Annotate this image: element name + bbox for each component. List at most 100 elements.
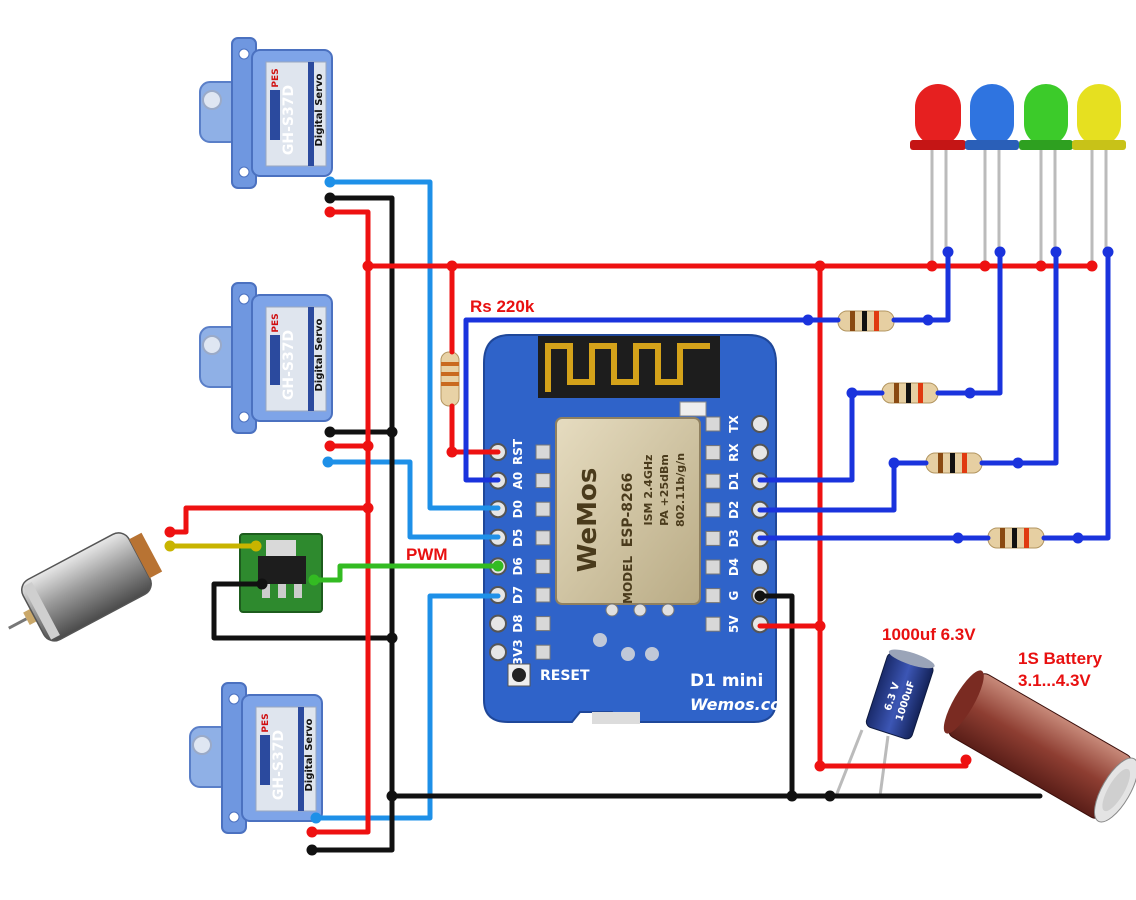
junction-dot [324,176,336,188]
junction-dot [964,387,976,399]
junction-dot [386,426,398,438]
junction-dot [1012,457,1024,469]
left-header-pin-3v3 [535,644,551,660]
right-pin-label-5v: 5V [727,615,741,633]
junction-dots [164,176,1114,856]
right-pin-label-d2: D2 [727,501,741,519]
junction-dot [754,590,766,602]
junction-dot [164,540,176,552]
wire-signal-d1-led [757,390,885,483]
junction-dot [492,560,504,572]
board-brand-label: Wemos.cc [690,695,780,714]
servo-middle-model: GH-S37D [281,330,297,400]
right-header-pin-rx [705,445,721,461]
junction-dot [952,532,964,544]
servo-middle-type: Digital Servo [314,318,325,391]
junction-dot [814,760,826,772]
junction-dot [814,620,826,632]
servo-top-model: GH-S37D [281,85,297,155]
right-pin-pad-d4 [751,558,769,576]
label-pwm: PWM [406,545,448,564]
junction-dot [386,790,398,802]
module-logo: WeMos [573,468,603,573]
right-header-pin-d1 [705,473,721,489]
resistor-3 [925,452,983,474]
right-header-pin-5v [705,616,721,632]
junction-dot [306,826,318,838]
wire-pwm [311,563,501,583]
mosfet-module [239,533,323,613]
label-rs: Rs 220k [470,297,535,316]
right-pin-label-g: G [727,591,741,601]
right-header-pin-d2 [705,502,721,518]
junction-dot [960,754,972,766]
dc-motor [8,532,163,642]
wires [167,179,1111,853]
left-pin-label-rst: RST [511,438,525,465]
junction-dot [362,260,374,272]
right-pin-label-d4: D4 [727,558,741,576]
reset-label: RESET [540,668,590,684]
led-red [910,84,966,268]
left-header-pin-a0 [535,473,551,489]
module-text-1: ISM 2.4GHz [642,455,655,526]
left-header-pin-d7 [535,587,551,603]
resistor-4 [987,527,1045,549]
servo-top-type: Digital Servo [314,73,325,146]
junction-dot [1050,246,1062,258]
servo-middle: GH-S37D Digital Servo PES [199,282,333,434]
junction-dot [386,632,398,644]
wire-ground-servo-top [309,195,395,853]
left-pin-pad-3v3 [489,643,507,662]
right-pin-label-tx: TX [727,415,741,433]
module-model: MODEL [621,556,635,604]
junction-dot [802,314,814,326]
wire-servo-bot-signal [313,593,501,821]
wire-signal-led-red [891,249,951,323]
junction-dot [308,574,320,586]
junction-dot [250,540,262,552]
left-header-pin-rst [535,444,551,460]
junction-dot [942,246,954,258]
left-header-pin-d0 [535,501,551,517]
wire-power-servo-top [309,209,371,835]
left-pin-label-3v3: 3V3 [511,639,525,665]
junction-dot [1072,532,1084,544]
junction-dot [324,206,336,218]
label-capacitor: 1000uf 6.3V [882,625,976,644]
module-text-0: ESP-8266 [620,473,636,547]
resistor-1 [837,310,895,332]
junction-dot [322,456,334,468]
right-header-pin-g [705,588,721,604]
right-header-pin-d3 [705,530,721,546]
wire-ground-module [211,581,395,641]
junction-dot [362,440,374,452]
left-pin-label-a0: A0 [511,472,525,490]
servo-bottom-type: Digital Servo [304,718,315,791]
wire-servo-top-signal [327,179,501,511]
wire-power-motor [167,505,371,535]
left-header-pin-d6 [535,558,551,574]
junction-dot [994,246,1006,258]
junction-dot [1035,260,1047,272]
left-pin-label-d5: D5 [511,529,525,547]
left-pin-pad-d8 [489,614,507,633]
junction-dot [324,426,336,438]
junction-dot [446,260,458,272]
right-header-pin-d4 [705,559,721,575]
right-pin-pad-tx [751,415,769,433]
left-pin-label-d0: D0 [511,500,525,518]
led-yellow [1072,84,1126,268]
right-pin-label-rx: RX [727,443,741,462]
resistor-2 [881,382,939,404]
servo-bottom-brand: PES [261,713,271,732]
capacitor: 6.3 V 1000uF [834,649,935,797]
left-header-pin-d8 [535,616,551,632]
wire-signal-led-blue [935,249,1003,396]
board-model-label: D1 mini [690,671,763,691]
right-pin-pad-rx [751,443,769,462]
right-header-pin-tx [705,416,721,432]
led-array [910,84,1126,268]
